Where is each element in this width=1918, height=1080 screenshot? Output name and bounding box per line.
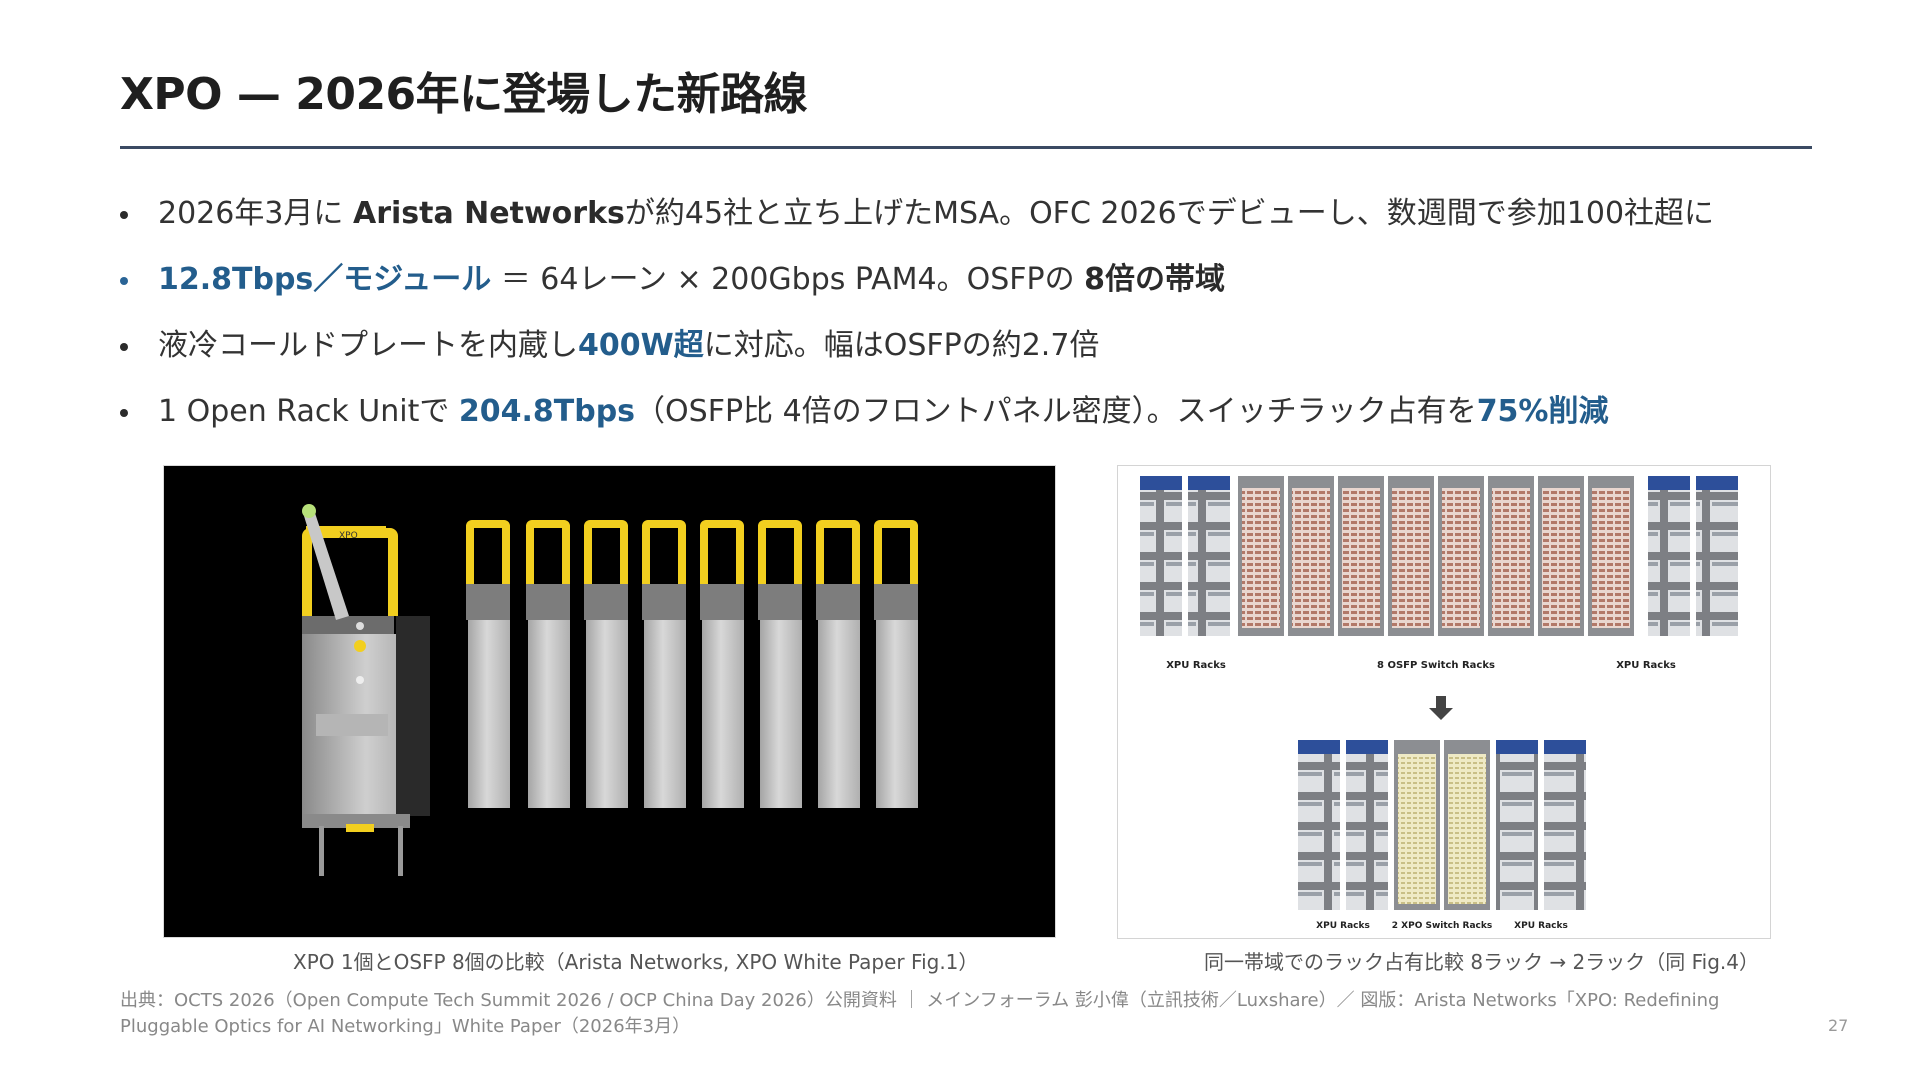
osfp-module	[874, 520, 918, 808]
bullet-highlight: 204.8Tbps	[458, 394, 636, 429]
bullet-text: 2026年3月に	[158, 196, 353, 231]
bullet-text: 1 Open Rack Unitで	[158, 394, 459, 429]
bullet-text: （OSFP比 4倍のフロントパネル密度）。スイッチラック占有を	[635, 394, 1477, 429]
page-number: 27	[1828, 1016, 1849, 1035]
xpo-module-label: XPO	[339, 531, 358, 541]
osfp-module	[526, 520, 570, 808]
rack-comparison-image: XPU Racks 8 OSFP Switch Racks XPU Racks …	[1117, 465, 1771, 939]
rack-comparison-illustration: XPU Racks 8 OSFP Switch Racks XPU Racks …	[1140, 476, 1738, 931]
bullet-item: 12.8Tbps／モジュール ＝ 64レーン × 200Gbps PAM4。OS…	[120, 254, 1820, 320]
bullet-text: 液冷コールドプレートを内蔵し	[158, 328, 578, 363]
top-rack-row	[1140, 476, 1738, 636]
bullet-text: ＝ 64レーン × 200Gbps PAM4。OSFPの	[491, 262, 1085, 297]
bullet-highlight: 12.8Tbps／モジュール	[158, 262, 492, 297]
bullet-dot	[120, 343, 128, 351]
down-arrow-icon	[1429, 696, 1453, 720]
right-figure-caption: 同一帯域でのラック占有比較 8ラック → 2ラック（同 Fig.4）	[1204, 950, 1760, 974]
label-xpu-racks: XPU Racks	[1616, 660, 1676, 671]
label-xpu-racks: XPU Racks	[1316, 921, 1370, 931]
osfp-module	[816, 520, 860, 808]
bottom-rack-row	[1298, 740, 1586, 910]
bullet-highlight: 75%削減	[1476, 394, 1609, 429]
xpo-osfp-comparison-image: XPO	[163, 465, 1056, 938]
bullet-text: が約45社と立ち上げたMSA。OFC 2026でデビューし、数週間で参加100社…	[624, 196, 1715, 231]
osfp-module	[758, 520, 802, 808]
bullet-bold-text: Arista Networks	[352, 196, 625, 231]
bullet-item: 1 Open Rack Unitで 204.8Tbps（OSFP比 4倍のフロン…	[120, 386, 1820, 452]
bullet-bold-text: 8倍の帯域	[1084, 262, 1225, 297]
osfp-module	[584, 520, 628, 808]
bullet-item: 液冷コールドプレートを内蔵し400W超に対応。幅はOSFPの約2.7倍	[120, 320, 1820, 386]
xpo-osfp-illustration: XPO	[302, 504, 918, 876]
slide-title: XPO — 2026年に登場した新路線	[120, 69, 808, 120]
label-osfp-switch-racks: 8 OSFP Switch Racks	[1377, 660, 1495, 671]
label-xpu-racks: XPU Racks	[1514, 921, 1568, 931]
bullet-list: 2026年3月に Arista Networksが約45社と立ち上げたMSA。O…	[120, 188, 1820, 452]
source-citation: 出典：OCTS 2026（Open Compute Tech Summit 20…	[120, 990, 1720, 1037]
xpo-module: XPO	[302, 504, 430, 876]
bullet-dot	[120, 409, 128, 417]
left-figure-caption: XPO 1個とOSFP 8個の比較（Arista Networks, XPO W…	[293, 950, 979, 974]
title-divider	[120, 146, 1812, 149]
bullet-dot	[120, 277, 128, 285]
bullet-text: に対応。幅はOSFPの約2.7倍	[703, 328, 1100, 363]
bullet-dot	[120, 211, 128, 219]
label-xpo-switch-racks: 2 XPO Switch Racks	[1392, 921, 1492, 931]
osfp-modules	[466, 520, 918, 808]
bullet-item: 2026年3月に Arista Networksが約45社と立ち上げたMSA。O…	[120, 188, 1820, 254]
label-xpu-racks: XPU Racks	[1166, 660, 1226, 671]
osfp-module	[700, 520, 744, 808]
osfp-module	[466, 520, 510, 808]
bullet-highlight: 400W超	[578, 328, 704, 363]
osfp-module	[642, 520, 686, 808]
